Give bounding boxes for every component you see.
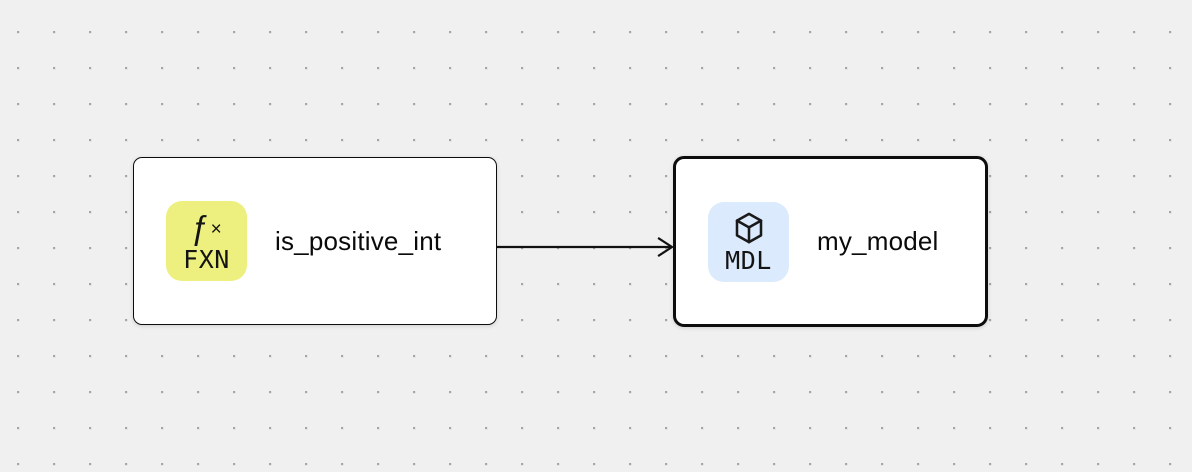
node-label: is_positive_int xyxy=(275,225,442,256)
badge-type-label: MDL xyxy=(725,245,772,275)
node-is-positive-int[interactable]: ƒ × FXN is_positive_int xyxy=(133,157,497,325)
badge-type-label: FXN xyxy=(183,245,230,275)
function-icon-x: × xyxy=(210,218,222,240)
node-my-model[interactable]: MDL my_model xyxy=(673,156,988,327)
cube-icon xyxy=(731,209,767,247)
function-icon: ƒ × xyxy=(191,208,221,246)
model-type-badge: MDL xyxy=(708,201,789,282)
node-label: my_model xyxy=(817,226,939,256)
function-icon-f: ƒ xyxy=(191,208,210,246)
function-type-badge: ƒ × FXN xyxy=(166,201,247,281)
